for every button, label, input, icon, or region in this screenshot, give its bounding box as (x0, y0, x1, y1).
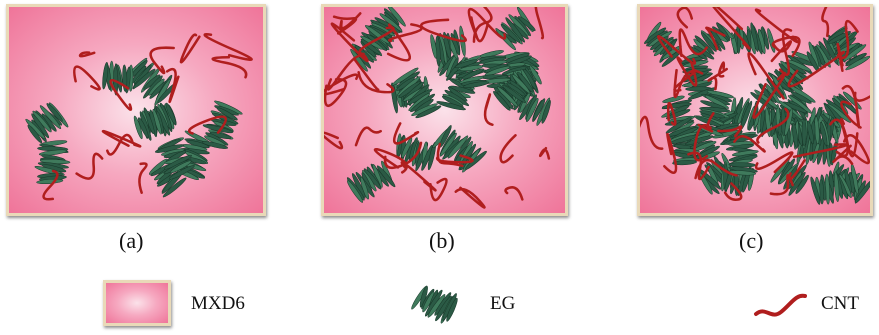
panel-c (637, 4, 873, 216)
legend-cnt-label: CNT (821, 293, 859, 315)
panel-c-art (640, 7, 870, 213)
eg-stack (21, 99, 70, 147)
cnt-tube (103, 131, 140, 146)
cnt-tube (213, 57, 246, 77)
cnt-tube (324, 133, 342, 149)
panel-b-art (324, 7, 565, 213)
cnt-tube (719, 63, 724, 77)
caption-c: (c) (739, 228, 763, 254)
cnt-tube (485, 94, 492, 124)
eg-stack (409, 278, 461, 326)
caption-b: (b) (429, 228, 455, 254)
panel-a (6, 4, 266, 216)
cnt-tube (506, 187, 523, 199)
cnt-tube (77, 154, 103, 179)
panel-b (321, 4, 568, 216)
cnt-tube (709, 69, 727, 89)
legend-mxd6-swatch (103, 280, 171, 326)
legend-mxd6-label: MXD6 (191, 293, 245, 315)
eg-stack (729, 20, 777, 57)
eg-stack (493, 7, 540, 52)
cnt-tube (167, 69, 178, 102)
cnt-tube (181, 35, 199, 63)
legend-eg-label: EG (490, 293, 515, 315)
cnt-tube (855, 83, 870, 100)
cnt-tube (501, 135, 516, 162)
cnt-tube (340, 13, 360, 29)
cnt-tube (640, 117, 662, 149)
eg-stack (388, 65, 445, 125)
legend-cnt-icon (751, 284, 809, 324)
cnt-tube (205, 34, 252, 60)
cnt-tube (456, 188, 485, 208)
cnt-tube (74, 67, 99, 90)
caption-a: (a) (119, 228, 143, 254)
eg-stack (101, 60, 135, 95)
eg-stack (33, 137, 72, 188)
eg-stack (344, 158, 398, 207)
legend-cnt-tube (756, 296, 805, 315)
cnt-tube (678, 8, 692, 28)
panel-a-art (9, 7, 263, 213)
cnt-tube (356, 128, 381, 145)
legend-eg-icon (403, 276, 473, 332)
cnt-tube (822, 7, 828, 36)
cnt-tube (80, 52, 94, 56)
cnt-tube (540, 148, 549, 158)
cnt-tube (139, 164, 146, 193)
cnt-tube (536, 7, 543, 38)
